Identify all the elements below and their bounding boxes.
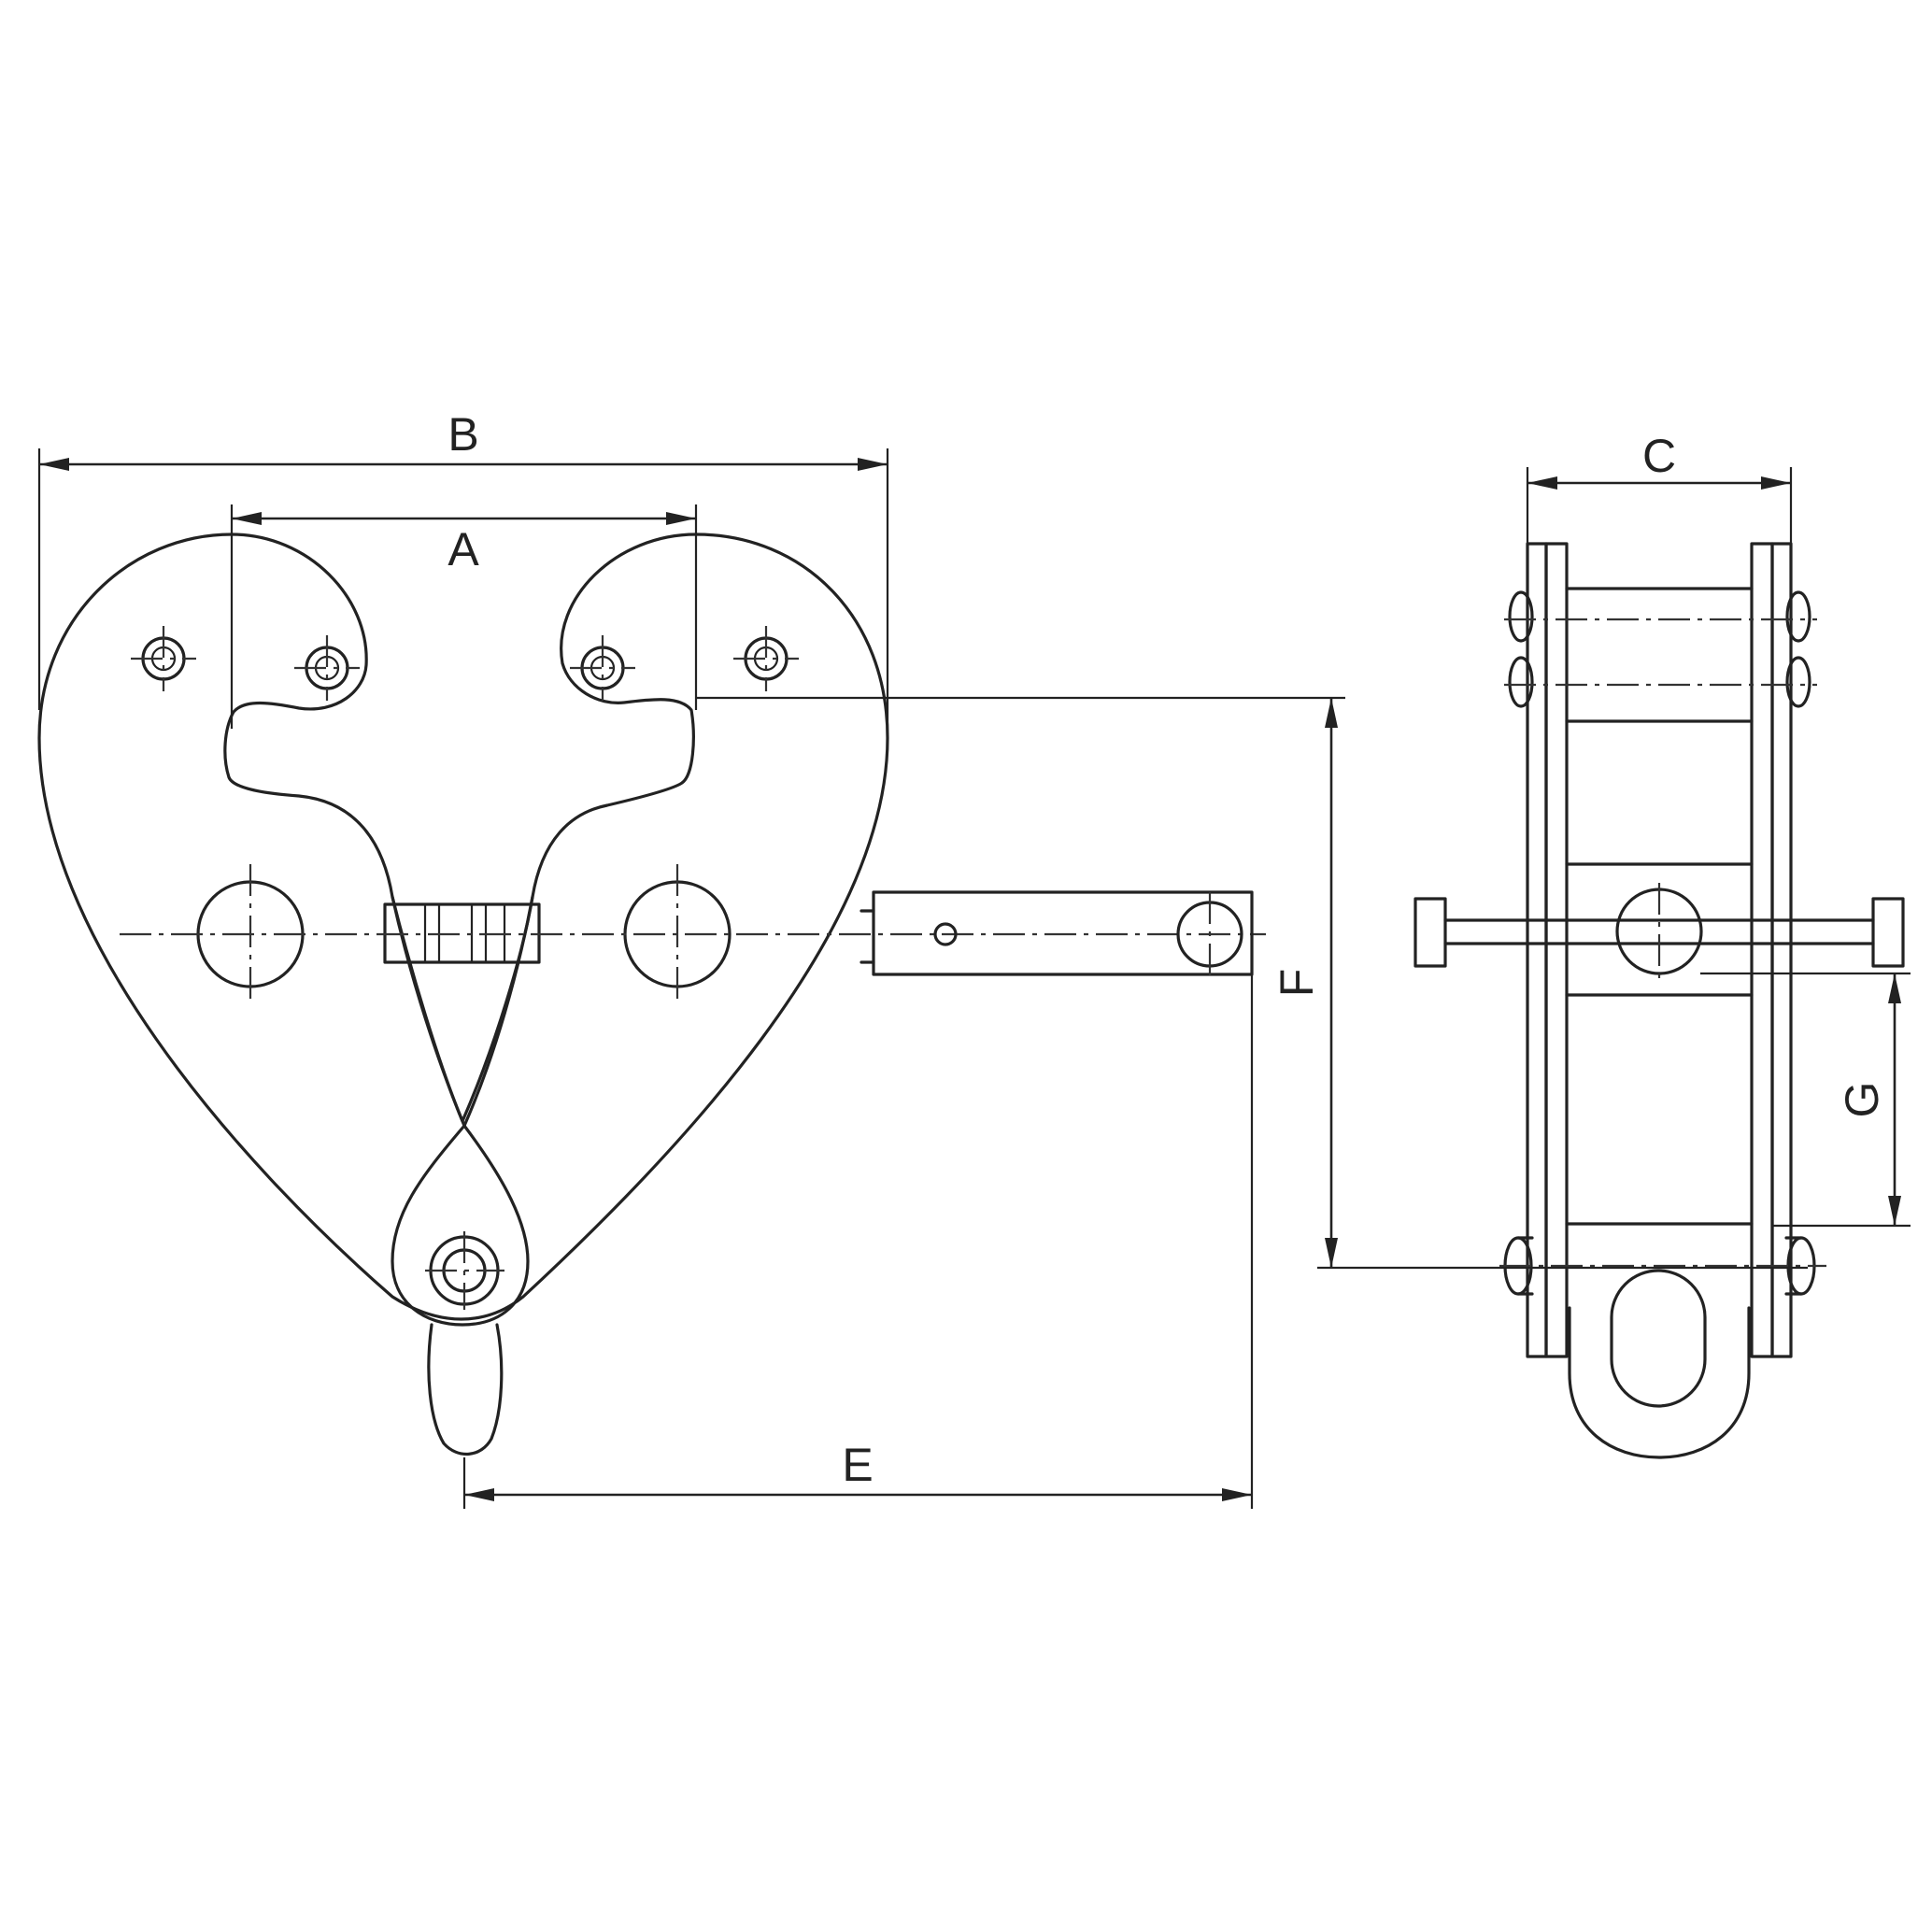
lifting-tab [427,1323,504,1456]
label-g: G [1836,1082,1888,1118]
spindle-left-cap [1413,897,1447,968]
spindle-right-cap [1871,897,1905,968]
spindle-handle-tube [872,890,1254,976]
label-e: E [842,1439,873,1491]
left-jaw-inner-line [391,895,466,1128]
dimensions [37,448,1911,1509]
lifting-eye-hole [1610,1269,1707,1408]
label-c: C [1642,430,1676,482]
label-a: A [447,523,479,575]
right-jaw-inner-line [462,895,534,1128]
right-plate-inner [1750,542,1774,1358]
side-lower-bolts [1499,1236,1826,1296]
label-f: F [1271,969,1323,998]
side-upper-bolts [1504,590,1817,708]
lifting-eye-outer [1568,1306,1751,1459]
pivot-plate-outline [391,1124,530,1327]
upper-bolt-holes [131,626,799,701]
handle-pin [933,922,958,946]
front-view [37,533,1266,1456]
right-plate-outer [1770,542,1793,1358]
clamp-body-outline [37,533,889,1321]
side-view [1413,542,1905,1459]
label-b: B [447,408,478,461]
left-plate-inner [1544,542,1569,1358]
